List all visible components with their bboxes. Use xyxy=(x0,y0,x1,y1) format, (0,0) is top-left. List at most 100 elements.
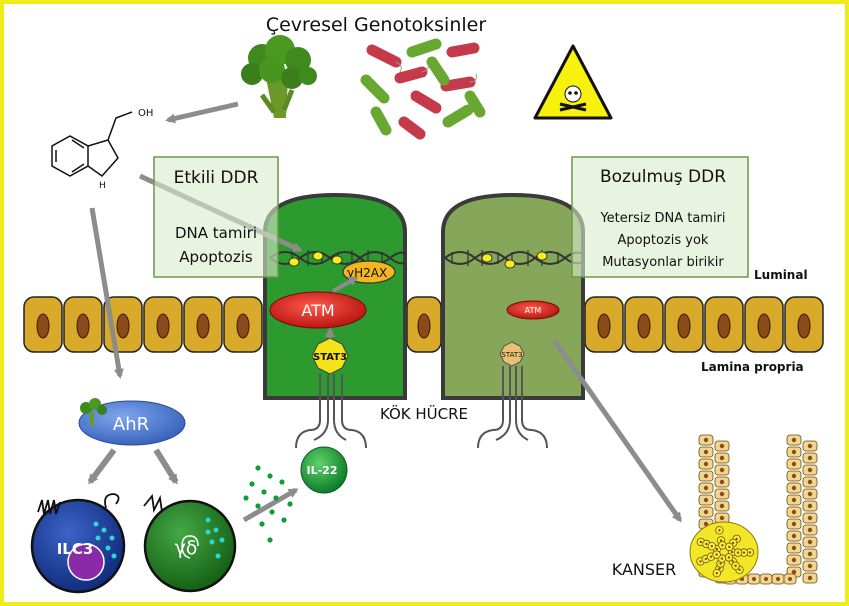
crypt-cell xyxy=(786,434,802,446)
il22-label: IL-22 xyxy=(307,464,338,477)
impaired-stem-cell xyxy=(441,192,585,400)
atm-healthy-label: ATM xyxy=(301,301,334,320)
lamina-propria-label: Lamina propria xyxy=(701,360,804,374)
bacteria-icon xyxy=(360,38,486,140)
crypt-cell xyxy=(698,446,714,458)
arrow-broccoli-to-molecule xyxy=(165,101,239,124)
crypt-cell xyxy=(714,476,730,488)
crypt-cell xyxy=(802,512,818,524)
crypt-cell xyxy=(802,488,818,500)
crypt-cell xyxy=(802,464,818,476)
arrow-impaired-to-cancer xyxy=(551,338,683,523)
enterocyte-cell xyxy=(744,296,784,353)
impaired-ddr-heading: Bozulmuş DDR xyxy=(600,167,726,187)
crypt-cell xyxy=(714,440,730,452)
crypt-cell xyxy=(802,476,818,488)
h2ax-label: γH2AX xyxy=(347,266,387,280)
tumor-mass xyxy=(689,521,759,583)
enterocyte-cell xyxy=(704,296,744,353)
enterocyte-cell xyxy=(223,296,263,353)
crypt-cell xyxy=(786,482,802,494)
broccoli-icon xyxy=(241,35,317,118)
enterocyte-cell xyxy=(63,296,103,353)
crypt-cell xyxy=(759,573,773,585)
ahr-broccoli-icon xyxy=(80,398,107,426)
crypt-cell xyxy=(786,518,802,530)
il22-receptor-healthy xyxy=(295,374,367,449)
effective-ddr-line1: DNA tamiri xyxy=(175,224,257,242)
atm-healthy xyxy=(269,291,367,329)
stat3-impaired xyxy=(499,341,525,367)
enterocyte-cell xyxy=(584,296,624,353)
impaired-ddr-line1: Yetersiz DNA tamiri xyxy=(599,211,725,226)
il22-receptor-impaired xyxy=(477,366,548,449)
title: Çevresel Genotoksinler xyxy=(266,14,487,36)
il22-particles xyxy=(243,465,293,543)
crypt-cell xyxy=(802,536,818,548)
luminal-label: Luminal xyxy=(754,268,808,282)
h2ax-text: H2AX xyxy=(354,266,387,280)
crypt-cell xyxy=(698,458,714,470)
nh-label: H xyxy=(99,181,106,191)
arrow-ahr-to-gd xyxy=(153,448,179,485)
crypt-cell xyxy=(698,482,714,494)
crypt-cell xyxy=(802,548,818,560)
crypt-cell xyxy=(786,470,802,482)
crypt-cell xyxy=(771,573,785,585)
effective-ddr-heading: Etkili DDR xyxy=(174,168,259,188)
enterocyte-cell xyxy=(664,296,704,353)
ilc3-cell xyxy=(30,493,126,594)
enterocyte-cell xyxy=(143,296,183,353)
cancer-label: KANSER xyxy=(612,560,677,579)
dna-damage-markers xyxy=(288,251,548,269)
enterocyte-cell xyxy=(406,296,442,353)
stem-cell-label: KÖK HÜCRE xyxy=(380,404,468,423)
enterocyte-cell xyxy=(183,296,223,353)
impaired-ddr-box: Bozulmuş DDR Yetersiz DNA tamiri Apoptoz… xyxy=(571,156,749,278)
crypt-cell xyxy=(786,506,802,518)
effective-ddr-box: Etkili DDR DNA tamiri Apoptozis xyxy=(153,156,279,278)
crypt-cell xyxy=(786,446,802,458)
arrow-atm-to-h2ax xyxy=(332,276,359,293)
stat3-impaired-label: STAT3 xyxy=(501,351,522,359)
stat3-healthy xyxy=(311,337,349,375)
arrow-ahr-to-ilc3 xyxy=(87,448,117,485)
toxic-hazard-icon xyxy=(533,44,613,120)
crypt-cell xyxy=(714,452,730,464)
ilc3-label: ILC3 xyxy=(57,540,94,558)
atm-impaired-label: ATM xyxy=(525,306,542,315)
atm-impaired xyxy=(506,300,560,320)
crypt-cell xyxy=(786,494,802,506)
ahr-label: AhR xyxy=(113,414,149,435)
crypt-cell xyxy=(802,572,818,584)
crypt-cell xyxy=(786,458,802,470)
crypt-cell xyxy=(714,500,730,512)
hydroxyl-label: OH xyxy=(138,108,153,119)
gamma-delta-cell xyxy=(143,493,237,593)
crypt-cell xyxy=(714,488,730,500)
effective-ddr-line2: Apoptozis xyxy=(179,248,253,266)
crypt-cell xyxy=(698,494,714,506)
crypt-cell xyxy=(783,573,797,585)
gamma-symbol: γ xyxy=(347,266,354,280)
arrow-gd-to-il22 xyxy=(242,487,299,523)
crypt-cell xyxy=(786,542,802,554)
crypt-cell xyxy=(802,440,818,452)
impaired-ddr-line2: Apoptozis yok xyxy=(618,233,709,248)
crypt-cell xyxy=(802,524,818,536)
stat3-healthy-label: STAT3 xyxy=(313,352,347,363)
crypt-cell xyxy=(698,506,714,518)
impaired-ddr-line3: Mutasyonlar birikir xyxy=(602,255,724,270)
cancer-crypt xyxy=(689,434,818,585)
enterocyte-cell xyxy=(624,296,664,353)
crypt-cell xyxy=(802,500,818,512)
indole-molecule-icon xyxy=(51,111,133,178)
crypt-cell xyxy=(786,554,802,566)
enterocyte-cell xyxy=(23,296,63,353)
arrow-molecule-to-ahr xyxy=(89,207,124,379)
enterocyte-cell xyxy=(784,296,824,353)
gamma-delta-label: γδ xyxy=(175,537,198,559)
crypt-cell xyxy=(698,470,714,482)
crypt-cell xyxy=(714,464,730,476)
